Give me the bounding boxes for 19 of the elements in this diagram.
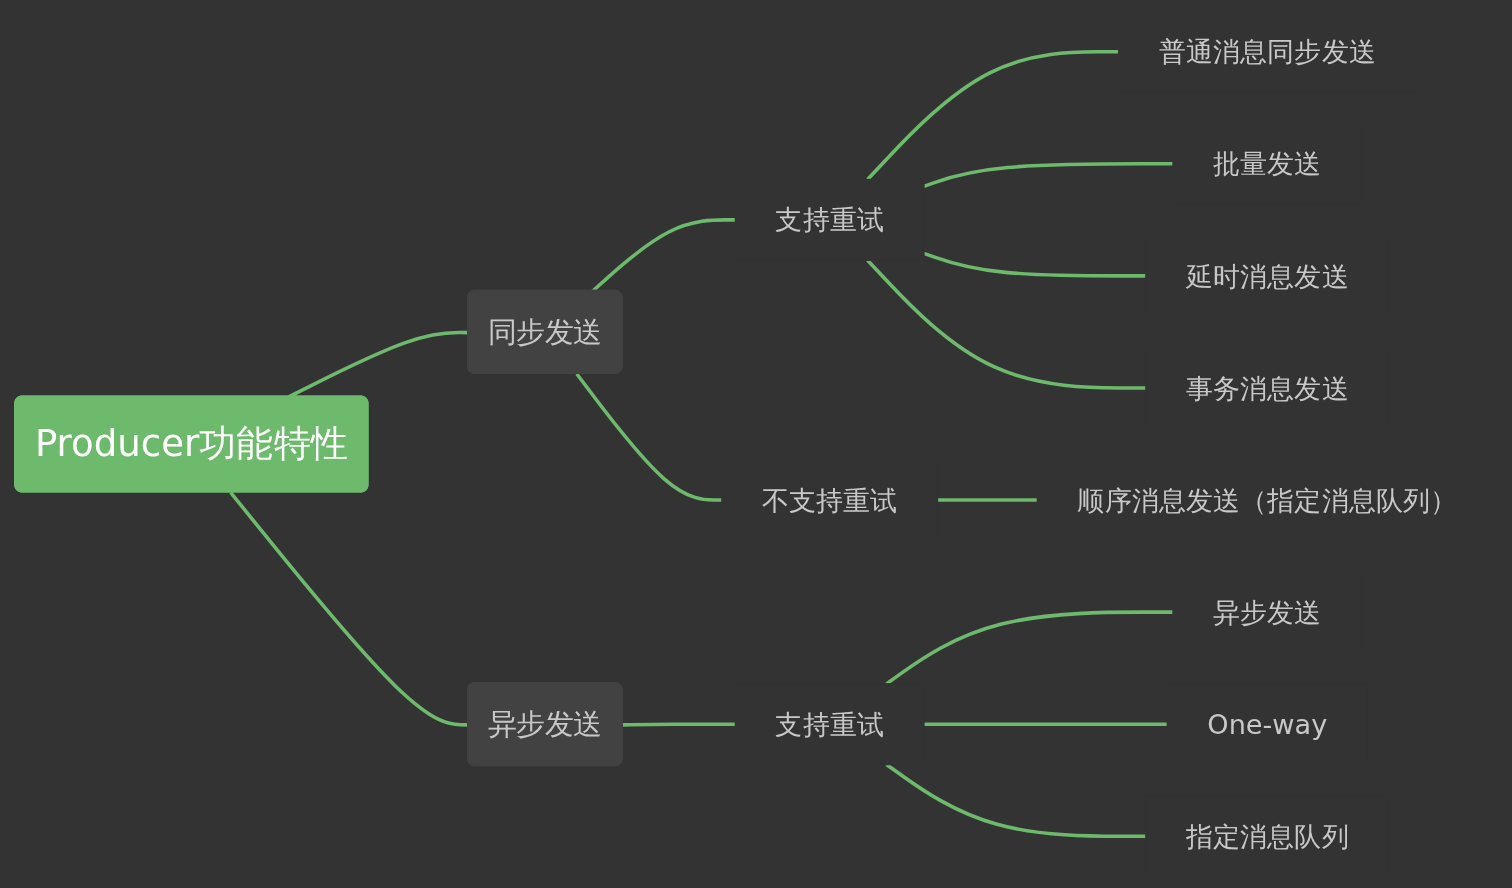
node-text: 指定消息队列 <box>1185 820 1349 852</box>
node-text: One-way <box>1207 708 1328 740</box>
node-text: 不支持重试 <box>761 483 898 516</box>
connector <box>937 498 1038 502</box>
connector <box>866 49 1119 181</box>
node-text: 异步发送 <box>1213 596 1322 628</box>
connector <box>575 372 722 502</box>
connector <box>885 763 1146 839</box>
connector <box>923 251 1146 278</box>
node-text: 延时消息发送 <box>1185 259 1349 292</box>
node-text: 批量发送 <box>1213 147 1322 180</box>
node-text: 普通消息同步发送 <box>1158 35 1376 68</box>
node-text: 支持重试 <box>775 203 884 236</box>
node-text: 支持重试 <box>775 708 884 740</box>
connector <box>622 722 736 727</box>
connector <box>923 722 1168 726</box>
node-text: 事务消息发送 <box>1185 371 1349 404</box>
node-text: 顺序消息发送（指定消息队列） <box>1077 483 1458 516</box>
connector <box>923 162 1174 189</box>
